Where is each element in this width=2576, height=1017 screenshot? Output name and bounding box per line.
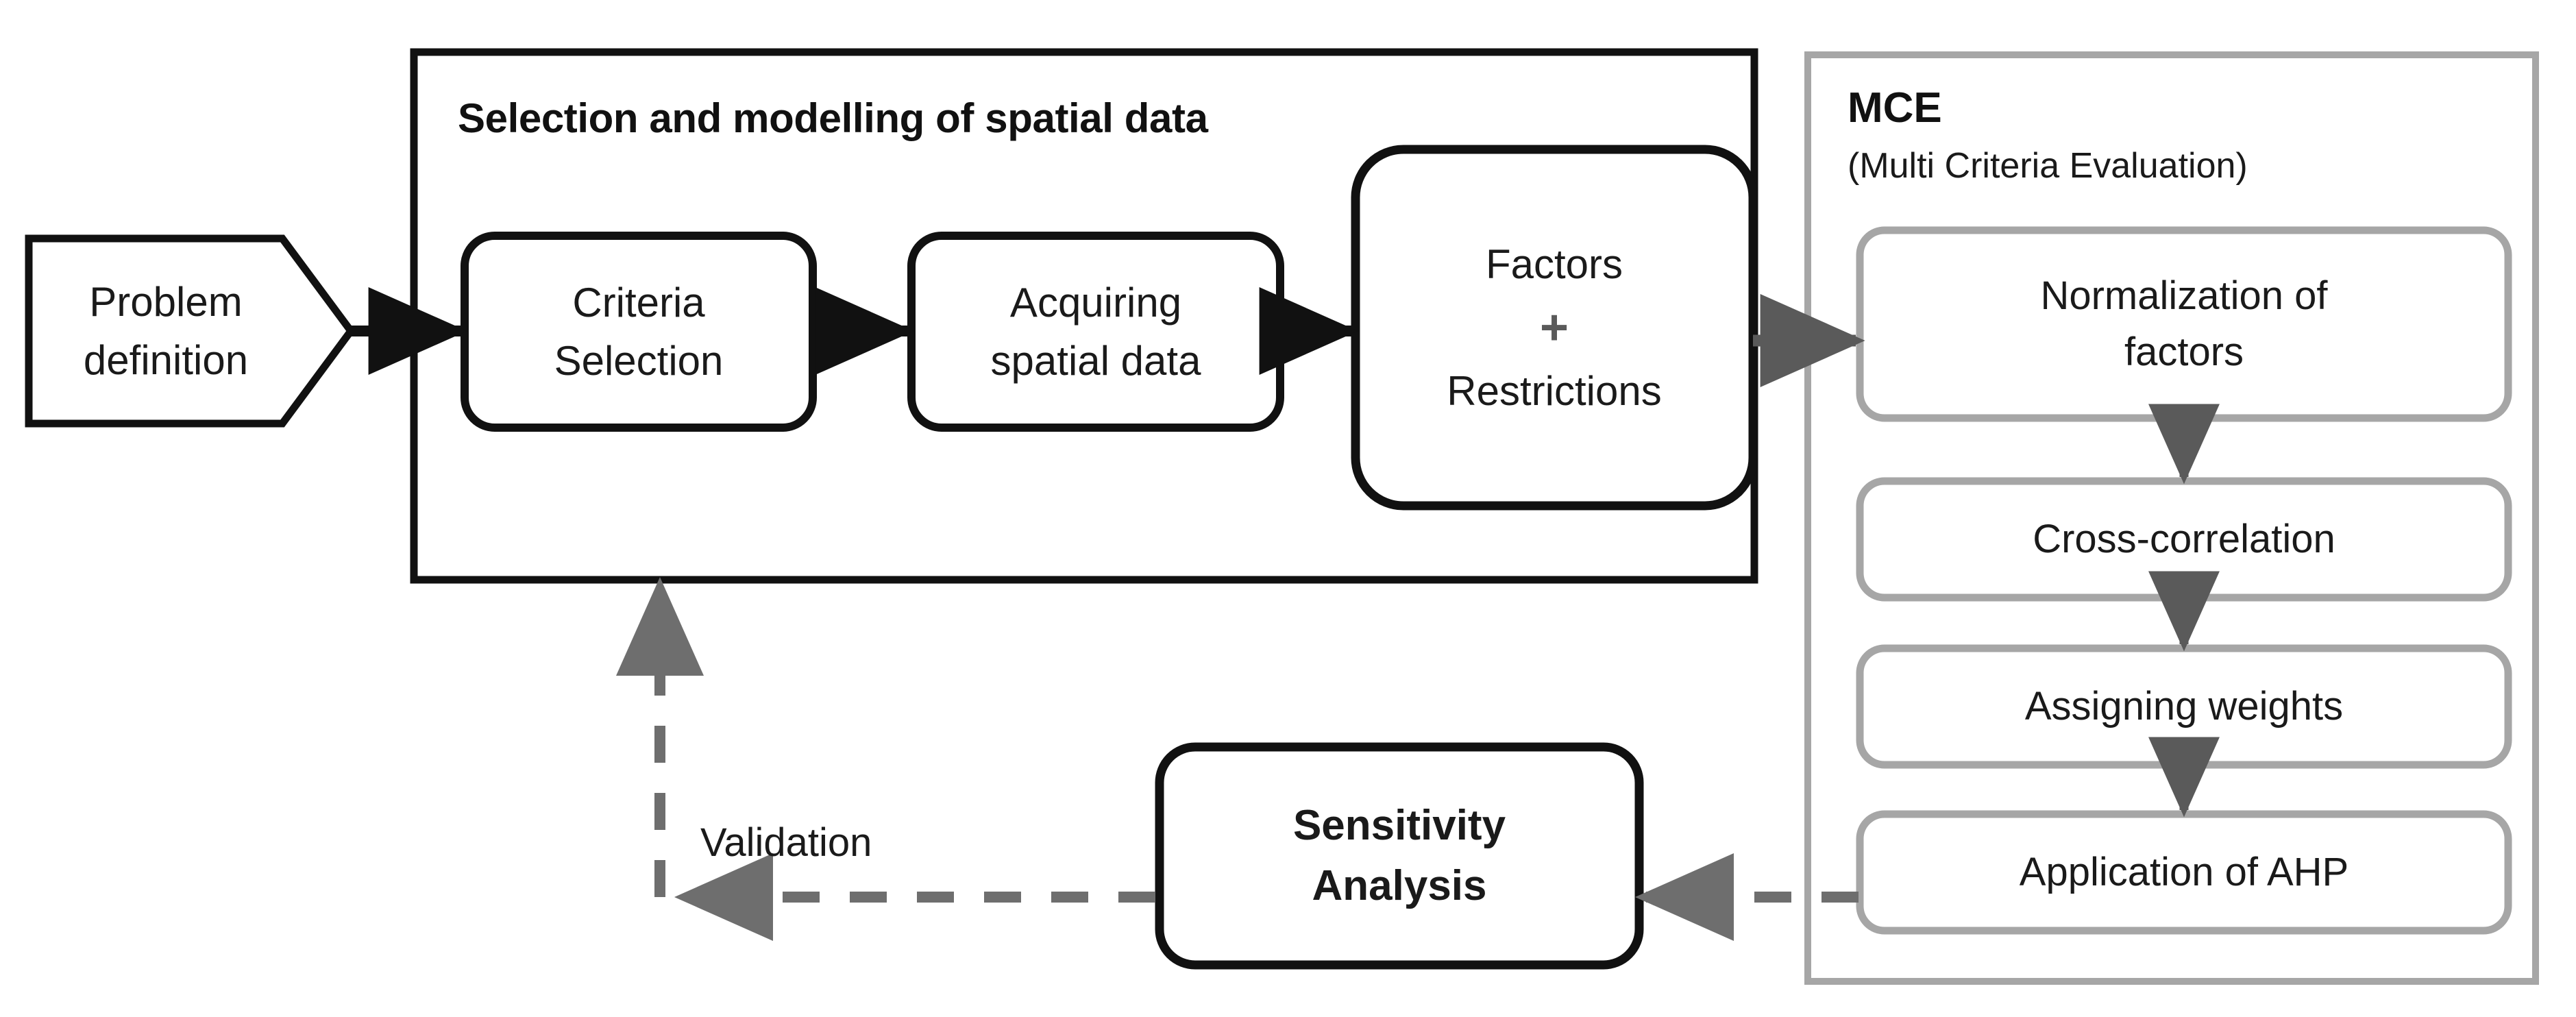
restrictions-bottom-label: Restrictions — [1447, 368, 1662, 414]
plus-icon: + — [1539, 300, 1569, 355]
node-label-assigning-weights[interactable]: Assigning weights — [2024, 683, 2344, 728]
group-subtitle-mce: (Multi Criteria Evaluation) — [1848, 146, 2248, 186]
group-title-selection: Selection and modelling of spatial data — [458, 95, 1208, 141]
node-label-factors-restrictions[interactable]: Factors + Restrictions — [1356, 149, 1753, 506]
factors-top-label: Factors — [1485, 241, 1623, 287]
edge-label-validation: Validation — [700, 820, 872, 865]
group-title-mce: MCE — [1848, 84, 1942, 132]
node-label-application-of-ahp[interactable]: Application of AHP — [2019, 849, 2349, 894]
node-label-acquiring-spatial-data[interactable]: Acquiring spatial data — [990, 279, 1201, 384]
node-label-cross-correlation[interactable]: Cross-correlation — [2033, 516, 2335, 561]
node-label-sensitivity-analysis[interactable]: Sensitivity Analysis — [1292, 801, 1506, 909]
node-label-problem-definition[interactable]: Problem definition — [83, 278, 249, 383]
node-label-normalization-of-factors[interactable]: Normalization of factors — [2040, 273, 2328, 374]
node-label-criteria-selection[interactable]: Criteria Selection — [554, 279, 724, 384]
